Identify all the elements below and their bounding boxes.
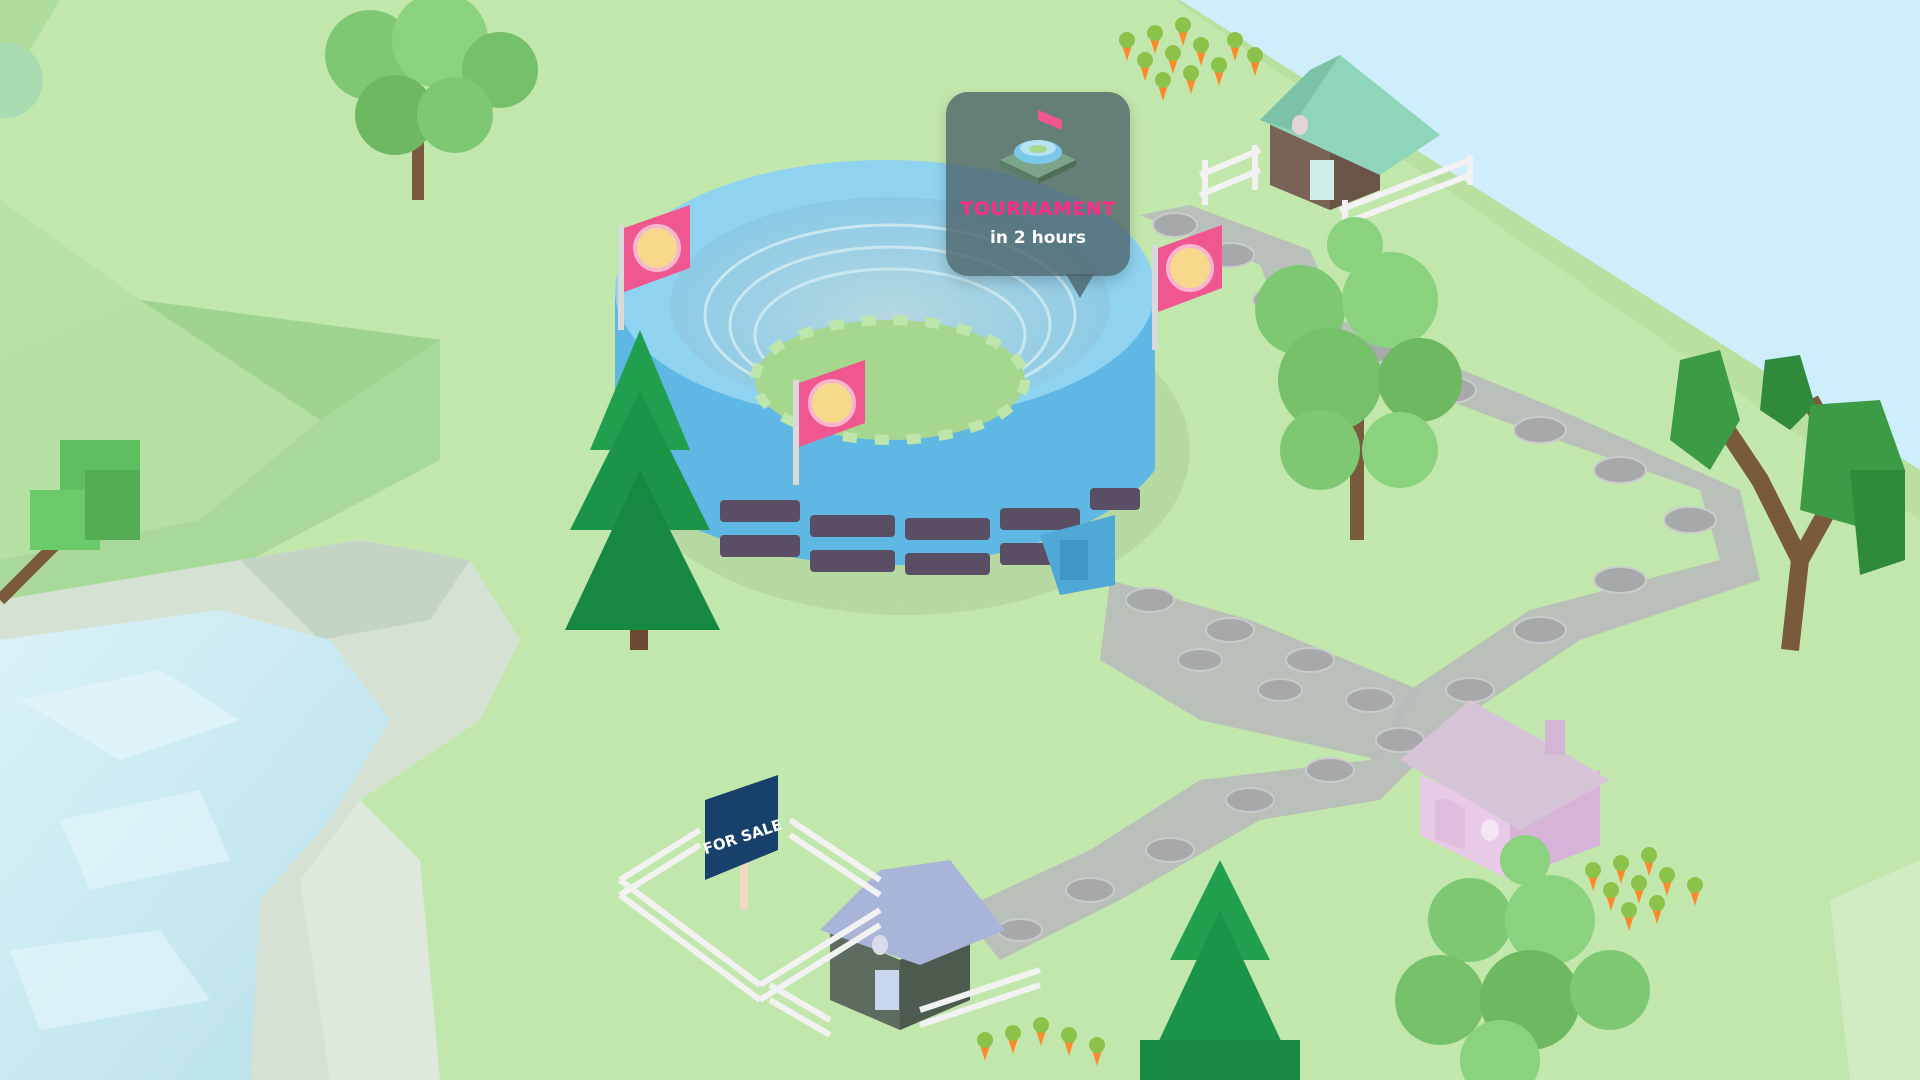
- river-cliff: [0, 540, 520, 1080]
- flag-right: [1152, 225, 1222, 350]
- tree-bottom-right: [1395, 835, 1650, 1080]
- tournament-tooltip[interactable]: TOURNAMENT in 2 hours: [946, 92, 1130, 302]
- carrot-patch-top: [1119, 17, 1263, 101]
- tree-pine-bottom: [1140, 860, 1300, 1080]
- for-sale-plot[interactable]: FOR SALE: [618, 775, 1041, 1038]
- unicorn-emblem-icon: [633, 224, 681, 272]
- tree-top-left-edge: [0, 42, 43, 118]
- tree-pine-left: [565, 330, 720, 650]
- tree-left-blocky: [0, 440, 140, 605]
- tournament-time: in 2 hours: [990, 228, 1086, 248]
- fence-green-house: [1198, 145, 1473, 232]
- tree-right-twisted: [1670, 350, 1905, 651]
- flag-left: [618, 205, 690, 330]
- tree-top-left: [325, 0, 538, 200]
- unicorn-emblem-icon: [808, 379, 856, 427]
- tournament-title: TOURNAMENT: [960, 198, 1116, 220]
- tree-center-right: [1255, 217, 1462, 540]
- grass-ridge-right: [1830, 860, 1920, 1080]
- flag-center: [793, 360, 865, 485]
- unicorn-emblem-icon: [1166, 244, 1214, 292]
- for-sale-sign[interactable]: [705, 775, 778, 880]
- carrot-patch-right: [1585, 847, 1703, 931]
- stadium-icon: [1000, 110, 1076, 184]
- tooltip-tail: [1066, 274, 1094, 298]
- carrot-patch-bottom: [977, 1017, 1105, 1066]
- house-green[interactable]: [1260, 55, 1440, 210]
